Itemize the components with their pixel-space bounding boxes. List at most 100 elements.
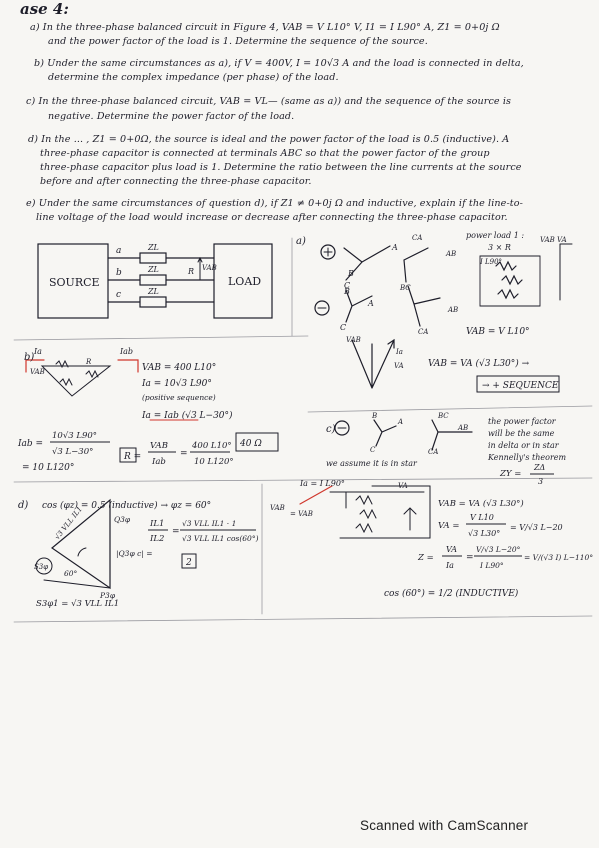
b-ia-red: Ia <box>33 347 42 356</box>
d-z-den1: Ia <box>445 561 454 570</box>
d-z-rhs: = V/(√3 I) L−110° <box>524 553 593 562</box>
phasor-ia-label: Ia <box>395 348 403 356</box>
c-a-label: A <box>397 418 403 426</box>
c-ab-label: AB <box>457 424 468 432</box>
line-label-a: a <box>116 246 121 256</box>
d-va-rhs: = V/√3 L−20 <box>510 523 563 532</box>
power-load-label: power load 1 : <box>466 231 524 240</box>
solution-a-label: a) <box>296 236 306 247</box>
d-answer: 2 <box>185 558 192 568</box>
d-z-eq1: = <box>466 553 474 563</box>
b-r-num1: VAB <box>150 441 168 451</box>
b-note: (positive sequence) <box>142 393 216 402</box>
d-angle-label: 60° <box>64 569 78 578</box>
d-phasor-ia: Ia = I L90° <box>299 479 345 488</box>
solution-d-label: d) <box>18 500 28 511</box>
question-e-line2: line voltage of the load would increase … <box>36 212 508 223</box>
b-iab-lhs: Iab = <box>17 439 43 449</box>
d-z-num2: V/√3 L−20° <box>476 545 521 554</box>
va-relation: VAB = VA (√3 L30°) → <box>428 358 530 369</box>
vab-va-label: VAB VA <box>540 236 567 244</box>
c-pf-line1: the power factor <box>488 417 557 426</box>
d-ratio-num: IL1 <box>149 519 164 529</box>
d-phasor-va: VA <box>398 482 408 490</box>
phasor-ca-label: CA <box>412 234 422 242</box>
d-va-den: √3 L30° <box>468 529 500 538</box>
question-d-line4: before and after connecting the three-ph… <box>40 176 312 187</box>
question-b-line2: determine the complex impedance (per pha… <box>48 72 339 83</box>
d-va-num: V L10 <box>470 513 494 522</box>
question-a-line1: a) In the three-phase balanced circuit i… <box>30 22 500 33</box>
zl-label-b: ZL <box>147 265 159 274</box>
d-cos-final: cos (60°) = 1/2 (INDUCTIVE) <box>384 588 519 599</box>
d-vab-label: VAB <box>270 504 285 512</box>
b-r-lhs: R = <box>123 452 141 462</box>
zl-label-c: ZL <box>147 287 159 296</box>
neg-phasor-b-label: B <box>343 287 350 296</box>
phasor-a-label: A <box>391 243 398 252</box>
c-pf-line3: in delta or in star <box>488 441 560 450</box>
phasor-va-label: VA <box>394 362 404 370</box>
scanner-watermark: Scanned with CamScanner <box>360 818 529 833</box>
phasor-vab-label: VAB <box>346 336 361 344</box>
question-c-line1: c) In the three-phase balanced circuit, … <box>26 96 512 107</box>
b-iab-num: 10√3 L90° <box>52 431 97 441</box>
circuit-r-label: R <box>187 267 194 276</box>
c-pf-line4: Kennelly's theorem <box>487 453 566 462</box>
d-z-num1: VA <box>446 545 457 554</box>
neg-phasor-ab-label: AB <box>447 306 458 314</box>
d-s3-label: S3φ <box>34 563 48 571</box>
b-r-result: 40 Ω <box>239 439 262 449</box>
solution-b-label: b) <box>24 352 34 363</box>
d-cos-equation: cos (φz) = 0.5 (inductive) → φz = 60° <box>42 500 211 511</box>
line-label-c: c <box>116 290 121 300</box>
neg-phasor-c-label: C <box>340 323 346 332</box>
c-b-label: B <box>371 412 377 420</box>
d-p3-label: P3φ <box>99 591 116 600</box>
b-r-label: R <box>85 358 92 366</box>
c-ca-label: CA <box>428 448 438 456</box>
circuit-vab-label: VAB <box>202 264 217 272</box>
page-title: ase 4: <box>20 0 69 18</box>
b-iab-result: = 10 L120° <box>22 463 74 473</box>
vab-result: VAB = V L10° <box>466 327 530 337</box>
b-vab-value: VAB = 400 L10° <box>142 363 216 373</box>
d-ratio-eq: = <box>172 527 180 537</box>
b-iab-red: Iab <box>119 347 133 356</box>
d-z-den2: I L90° <box>479 561 504 570</box>
d-q-label: Q3φ <box>114 515 131 524</box>
d-ratio-rhs-num: √3 VLL IL1 · 1 <box>182 519 236 528</box>
b-iab-den: √3 L−30° <box>52 447 93 457</box>
phasor-bc-label: BC <box>399 284 411 292</box>
d-vab-label2: = VAB <box>290 510 313 518</box>
c-assumption: we assume it is in star <box>326 459 418 468</box>
zl-label-a: ZL <box>147 243 159 252</box>
sequence-result: → + SEQUENCE <box>482 381 559 391</box>
b-r-den1: Iab <box>151 457 166 467</box>
load-label: LOAD <box>228 275 261 288</box>
c-zeq-den: 3 <box>538 477 543 486</box>
question-c-line2: negative. Determine the power factor of … <box>48 111 295 122</box>
b-ia-value: Ia = 10√3 L90° <box>141 378 212 389</box>
question-b-line1: b) Under the same circumstances as a), i… <box>34 58 524 69</box>
phasor-ab-label: AB <box>445 250 456 258</box>
source-label: SOURCE <box>49 276 100 289</box>
d-ratio-rhs-den: √3 VLL IL1 cos(60°) <box>182 534 259 543</box>
b-ia-iab-relation: Ia = Iab (√3 L−30°) <box>141 410 233 421</box>
c-c-label: C <box>370 446 376 454</box>
question-e-line1: e) Under the same circumstances of quest… <box>26 198 523 209</box>
b-vab-label: VAB <box>30 368 45 376</box>
question-d-line3: three-phase capacitor plus load is 1. De… <box>40 162 522 173</box>
question-d-line2: three-phase capacitor is connected at te… <box>40 148 490 159</box>
i90-label: I L90° <box>479 258 502 266</box>
d-q-condition: |Q3φ c| = <box>116 549 152 558</box>
d-va-lhs: VA = <box>438 521 460 531</box>
phasor-b-label: B <box>347 269 354 278</box>
phasor-c-label: C <box>344 281 350 290</box>
question-a-line2: and the power factor of the load is 1. D… <box>48 36 428 47</box>
c-zeq-num: ZΔ <box>533 463 545 472</box>
d-ratio-den: IL2 <box>149 534 164 544</box>
question-d-line1: d) In the ... , Z1 = 0+0Ω, the source is… <box>28 134 510 145</box>
